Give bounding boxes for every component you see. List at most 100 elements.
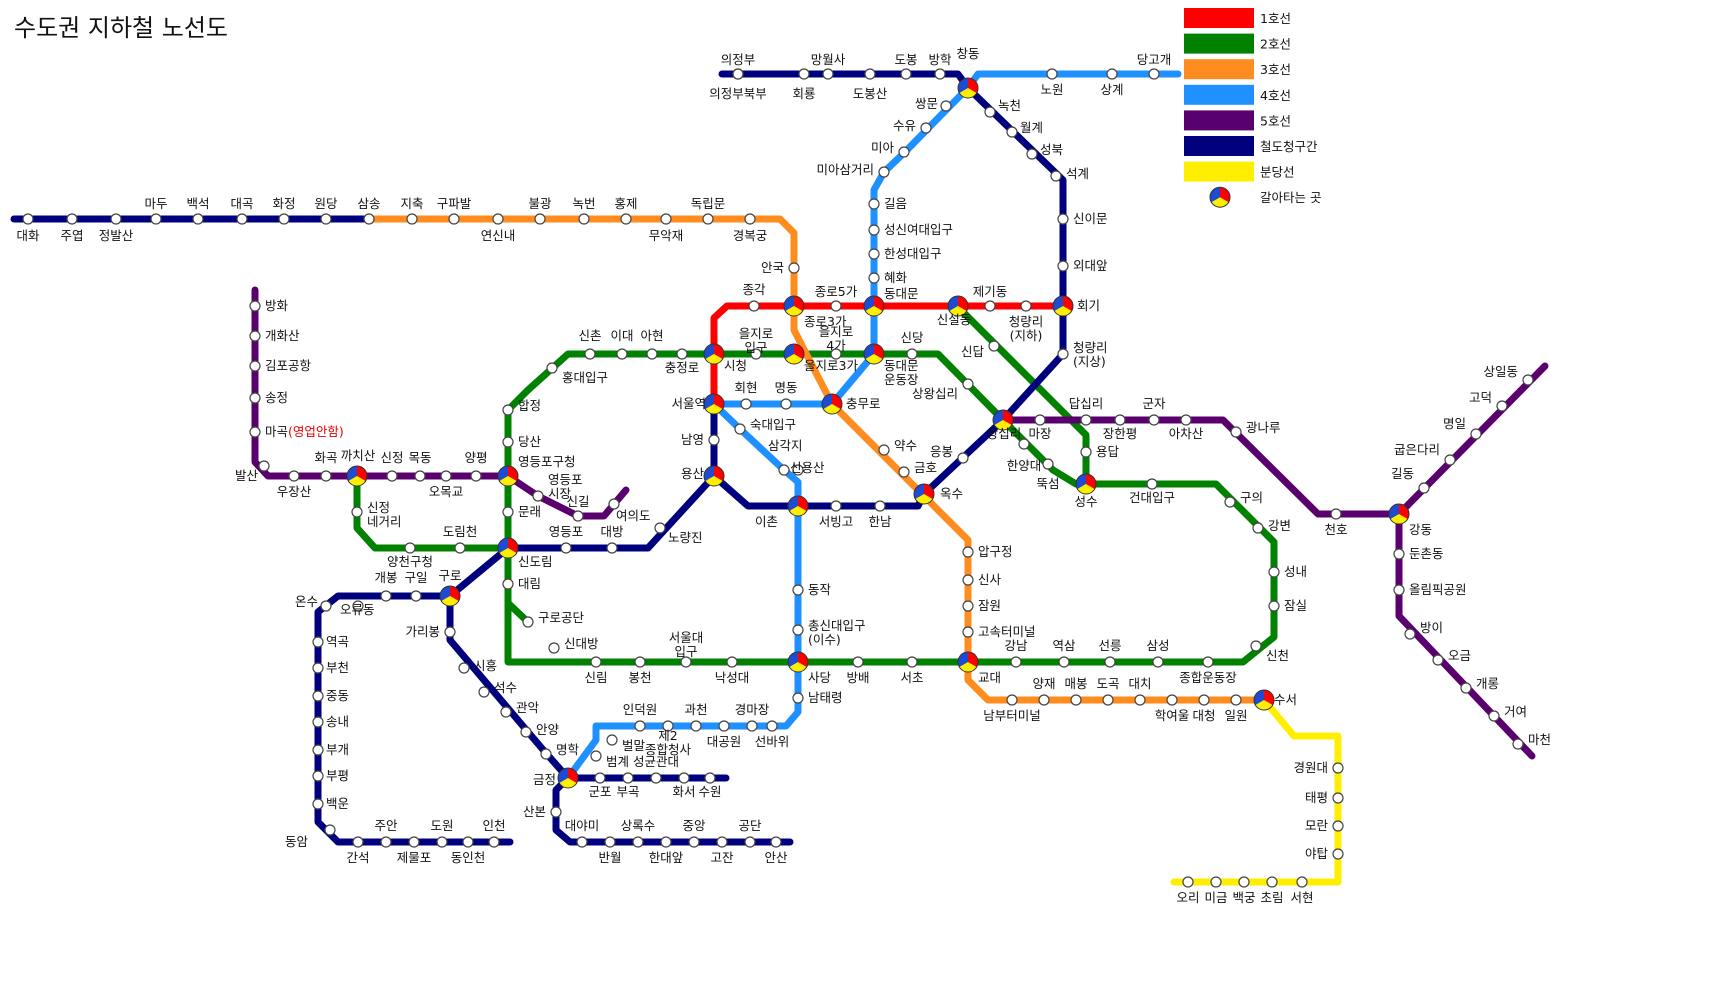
station-samsong[interactable] [363,213,375,225]
station-ydp_market[interactable] [532,490,544,502]
station-chungjeongno[interactable] [676,348,688,360]
station-hwaseo[interactable] [678,772,690,784]
station-hagyeoul[interactable] [1166,694,1178,706]
station-geumho[interactable] [898,466,910,478]
station-bugae[interactable] [312,744,324,756]
station-juyeop[interactable] [66,213,78,225]
station-jongno3[interactable] [783,295,805,317]
station-hanyang[interactable] [1018,438,1030,450]
station-daeyami[interactable] [576,836,588,848]
station-dunchon[interactable] [1393,548,1405,560]
station-jeongbalsan[interactable] [110,213,122,225]
station-sicheong[interactable] [703,343,725,365]
station-gaehwasan[interactable] [249,330,261,342]
station-kkachisan[interactable] [346,465,368,487]
station-godeok[interactable] [1496,400,1508,412]
station-cheonho[interactable] [1330,508,1342,520]
station-janghanpyeong[interactable] [1114,414,1126,426]
station-eungbong[interactable] [957,452,969,464]
station-sillim[interactable] [590,656,602,668]
station-dobong[interactable] [900,68,912,80]
station-gyeongwon[interactable] [1332,762,1344,774]
station-changdong[interactable] [957,77,979,99]
station-omokgyo[interactable] [440,470,452,482]
station-sincheon[interactable] [1250,640,1262,652]
station-incheon[interactable] [488,836,500,848]
station-baekgung[interactable] [1238,876,1250,888]
station-macheon[interactable] [1512,738,1524,750]
station-yatap[interactable] [1332,848,1344,860]
station-bugok[interactable] [622,772,634,784]
station-jamsil[interactable] [1268,600,1280,612]
station-geumjeong[interactable] [557,767,579,789]
station-ydp_office[interactable] [497,465,519,487]
station-snu[interactable] [680,656,692,668]
station-hapjeong[interactable] [502,404,514,416]
station-sinyongsan[interactable] [792,464,804,476]
station-hannam[interactable] [874,500,886,512]
station-seonbawi[interactable] [766,720,778,732]
station-sinimun[interactable] [1057,213,1069,225]
station-ichon[interactable] [787,495,809,517]
station-dongincheon[interactable] [462,836,474,848]
station-gangnam[interactable] [1010,656,1022,668]
station-banwol[interactable] [604,836,616,848]
station-samgakji[interactable] [778,464,790,476]
station-seokgye[interactable] [1050,170,1062,182]
station-namtaeryeong[interactable] [792,692,804,704]
station-sanbon[interactable] [550,806,562,818]
station-mokdong[interactable] [414,470,426,482]
station-beolmal[interactable] [606,734,618,746]
station-dongdaemun[interactable] [863,295,885,317]
station-yangcheon[interactable] [404,542,416,554]
station-gangbyeon[interactable] [1252,522,1264,534]
station-hwagok[interactable] [320,470,332,482]
station-onsu[interactable] [320,600,332,612]
station-daegongwon[interactable] [718,720,730,732]
station-express_bus[interactable] [962,626,974,638]
station-ori[interactable] [1182,876,1194,888]
station-daecheong[interactable] [1198,694,1210,706]
station-euljiro_ipgu[interactable] [750,348,762,360]
station-gildong[interactable] [1418,482,1430,494]
station-dorimcheon[interactable] [454,542,466,554]
station-yangpyeong[interactable] [470,470,482,482]
station-baekseok[interactable] [192,213,204,225]
station-garibong[interactable] [444,626,456,638]
station-gunpo[interactable] [594,772,606,784]
station-gaebong[interactable] [380,590,392,602]
station-danggogae[interactable] [1148,68,1160,80]
station-myeongil[interactable] [1470,428,1482,440]
station-samseong[interactable] [1152,656,1164,668]
station-dapsimni[interactable] [1080,414,1092,426]
station-beomgye[interactable] [590,750,602,762]
station-wondang[interactable] [320,213,332,225]
station-guil[interactable] [410,590,422,602]
station-banghak[interactable] [934,68,946,80]
station-baegun[interactable] [312,798,324,810]
station-yaksu[interactable] [878,444,890,456]
station-sindorim[interactable] [497,537,519,559]
station-cheongnyangni_jiha[interactable] [1020,300,1032,312]
station-yeonsinnae[interactable] [492,213,504,225]
station-namyeong[interactable] [708,434,720,446]
station-sangroksu[interactable] [632,836,644,848]
station-yeokgok[interactable] [312,636,324,648]
station-banghwa[interactable] [249,300,261,312]
station-yongsan[interactable] [703,465,725,487]
station-jungdong[interactable] [312,690,324,702]
station-gimpo[interactable] [249,360,261,372]
station-jongno5[interactable] [830,300,842,312]
station-bangi[interactable] [1404,628,1416,640]
station-sookdae[interactable] [734,423,746,435]
station-gunja[interactable] [1148,414,1160,426]
station-jemulpo[interactable] [408,836,420,848]
station-sinjeong_negeori[interactable] [351,506,363,518]
station-daerim[interactable] [502,578,514,590]
station-chungmuro[interactable] [821,393,843,415]
station-ganseok[interactable] [352,836,364,848]
station-ujangsan[interactable] [288,470,300,482]
station-seongsu[interactable] [1075,473,1097,495]
station-jichuk[interactable] [406,213,418,225]
station-siheung[interactable] [458,662,470,674]
